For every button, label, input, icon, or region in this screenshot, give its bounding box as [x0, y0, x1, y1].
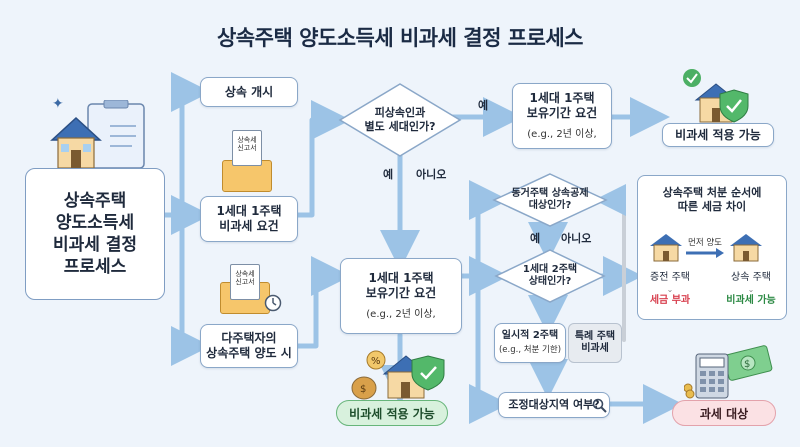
inherit-start-label: 상속 개시 — [224, 84, 274, 99]
taxed-label: 과세 대상 — [699, 406, 749, 421]
svg-text:%: % — [371, 356, 381, 367]
document-icon: 상속세 신고서 — [230, 264, 260, 300]
special-house-label: 특례 주택 비과세 — [574, 330, 616, 355]
multi-house-label: 다주택자의 상속주택 양도 시 — [206, 331, 292, 360]
requirement-sub: (e.g., 2년 이상, — [366, 308, 436, 320]
requirement-sub: (e.g., 2년 이상, — [527, 128, 597, 140]
special-house-box: 특례 주택 비과세 — [568, 323, 622, 363]
left-house-col: 증전 주택 ⌄ 세금 부과 — [640, 272, 700, 307]
edge-no-label: 아니오 — [416, 168, 447, 181]
adjustment-area-label: 조정대상지역 여부? — [508, 398, 600, 412]
one-house-label: 1세대 1주택 비과세 요건 — [216, 204, 282, 233]
edge-no-label: 아니오 — [561, 232, 592, 245]
decision-diamond-2 — [492, 173, 608, 227]
temporary-two-house-box: 일시적 2주택 (e.g., 처분 기한) — [494, 323, 566, 363]
exempt-top-box: 비과세 적용 가능 — [662, 123, 774, 147]
edge-yes-label: 예 — [383, 168, 394, 181]
svg-text:$: $ — [744, 359, 750, 370]
start-box: 상속주택 양도소득세 비과세 결정 프로세스 — [25, 168, 165, 300]
right-house-result: 비과세 가능 — [726, 294, 776, 306]
left-house-result: 세금 부과 — [649, 294, 691, 306]
chevron-down-icon: ⌄ — [666, 284, 674, 294]
disposal-order-card: 상속주택 처분 순서에 따른 세금 차이 먼저 양도 증전 주택 ⌄ 세금 부과… — [637, 175, 787, 320]
arrow-to-d2 — [469, 180, 509, 279]
taxed-pill: 과세 대상 — [672, 400, 776, 426]
decision-3-label: 1세대 2주택 상태인가? — [522, 263, 578, 288]
clock-icon — [264, 294, 282, 312]
right-house-col: 상속 주택 ⌄ 비과세 가능 — [718, 272, 784, 307]
decision-2-label: 동거주택 상속공제 대상인가? — [511, 187, 589, 212]
holding-requirement-top-box: 1세대 1주택 보유기간 요건 (e.g., 2년 이상, — [512, 83, 612, 149]
arrow-feedback — [594, 184, 626, 342]
house-shield-icon — [683, 69, 749, 123]
arrow-right-icon — [686, 248, 724, 258]
page-title: 상속주택 양도소득세 비과세 결정 프로세스 — [216, 26, 584, 50]
first-transfer-label: 먼저 양도 — [688, 238, 722, 248]
edge-yes-label: 예 — [530, 232, 541, 245]
one-house-box: 1세대 1주택 비과세 요건 — [200, 196, 298, 242]
left-house-label: 증전 주택 — [650, 272, 690, 283]
requirement-title: 1세대 1주택 보유기간 요건 — [365, 270, 437, 300]
exempt-bottom-label: 비과세 적용 가능 — [349, 406, 435, 421]
edge-yes-label: 예 — [478, 99, 489, 112]
requirement-title: 1세대 1주택 보유기간 요건 — [526, 90, 598, 120]
arrow-start-low — [171, 212, 211, 366]
compare-title: 상속주택 처분 순서에 따른 세금 차이 — [662, 186, 762, 214]
exempt-bottom-pill: 비과세 적용 가능 — [336, 400, 448, 426]
exempt-top-label: 비과세 적용 가능 — [675, 127, 761, 142]
svg-text:$: $ — [360, 384, 366, 395]
decision-diamond-3 — [494, 249, 606, 303]
decision-diamond-1 — [338, 83, 462, 157]
arrow-multi-mid — [295, 256, 351, 349]
magnifier-icon — [592, 398, 607, 413]
calculator-money-icon: $ — [684, 345, 773, 399]
adjustment-area-box: 조정대상지역 여부? — [498, 392, 610, 418]
temporary-title: 일시적 2주택 — [501, 330, 559, 342]
start-label: 상속주택 양도소득세 비과세 결정 프로세스 — [52, 190, 138, 278]
arrow-to-adjust — [469, 273, 509, 424]
house-clipboard-icon — [50, 100, 145, 169]
folder-icon — [222, 160, 272, 192]
temporary-sub: (e.g., 처분 기한) — [498, 344, 562, 355]
document-icon: 상속세 신고서 — [232, 130, 262, 166]
sparkle-icon: ✦ — [52, 96, 64, 112]
chevron-down-icon: ⌄ — [747, 284, 755, 294]
right-house-label: 상속 주택 — [731, 272, 771, 283]
arrow-onehouse-d1 — [295, 100, 351, 218]
house-icon — [650, 234, 682, 262]
multi-house-box: 다주택자의 상속주택 양도 시 — [200, 324, 298, 368]
money-house-shield-icon: $ % — [351, 350, 445, 400]
decision-1-label: 피상속인과 별도 세대인가? — [364, 106, 436, 133]
house-icon — [730, 234, 762, 262]
inherit-start-box: 상속 개시 — [200, 77, 298, 107]
arrow-start-branch — [162, 72, 211, 218]
holding-requirement-mid-box: 1세대 1주택 보유기간 요건 (e.g., 2년 이상, — [340, 258, 462, 334]
